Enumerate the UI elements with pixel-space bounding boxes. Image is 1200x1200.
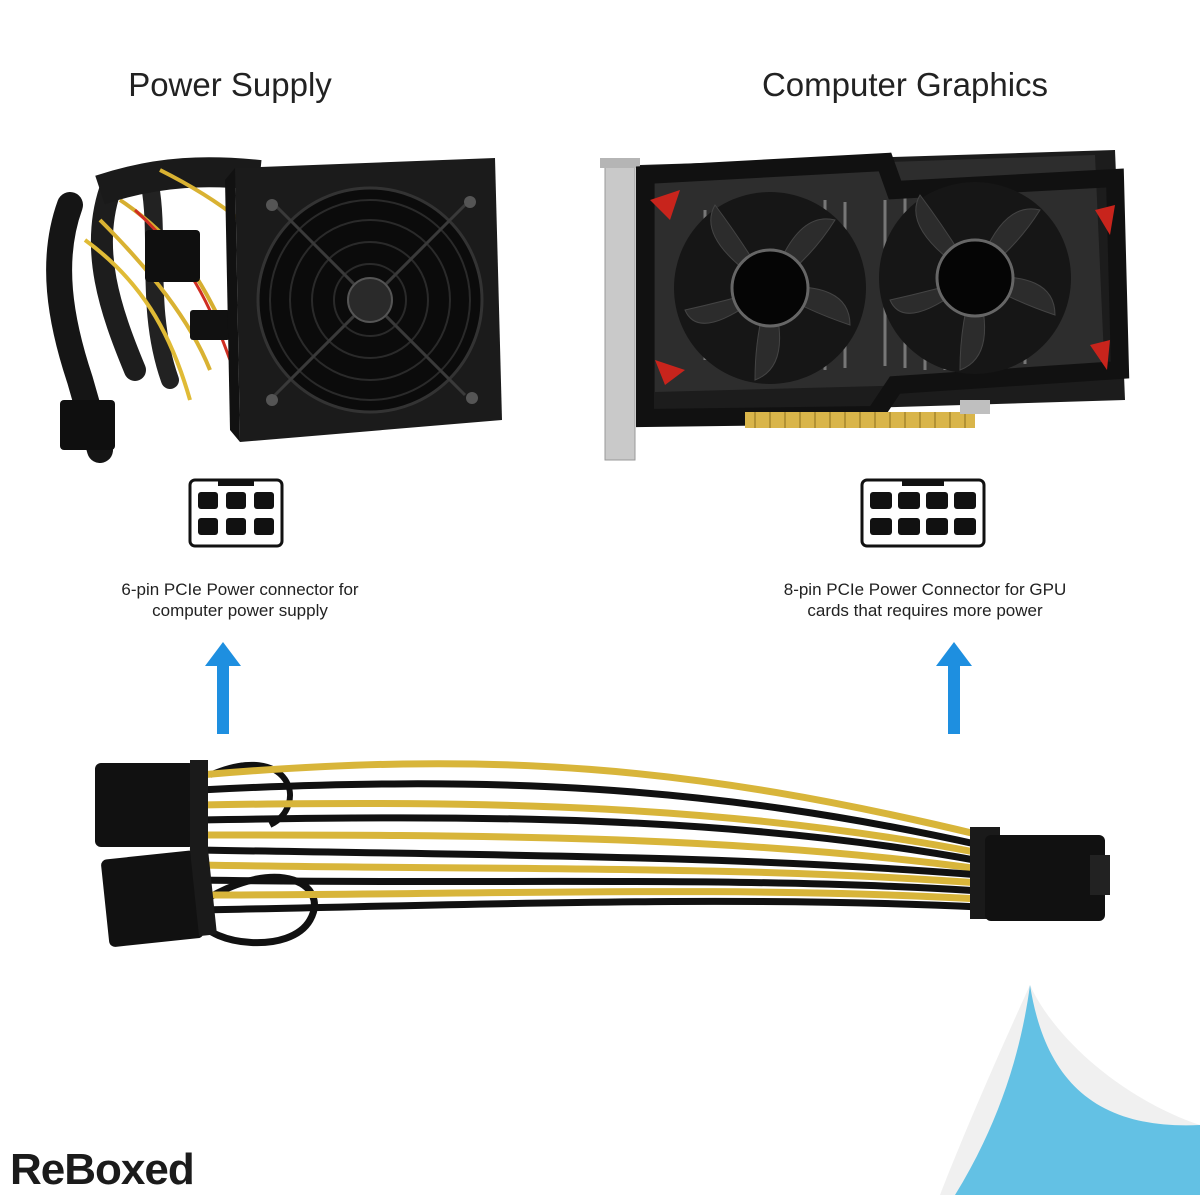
- eight-pin-caption: 8-pin PCIe Power Connector for GPU cards…: [783, 580, 1067, 620]
- up-arrow-icon: [203, 640, 243, 736]
- graphics-card-image: [595, 130, 1135, 470]
- power-supply-title: Power Supply: [128, 66, 332, 103]
- up-arrow-icon: [934, 640, 974, 736]
- six-pin-caption: 6-pin PCIe Power connector for computer …: [121, 580, 359, 620]
- power-supply-image: [40, 130, 510, 475]
- eight-pin-connector-icon: [860, 478, 986, 550]
- reboxed-logo: ReBoxed: [10, 1145, 195, 1194]
- six-pin-connector-icon: [188, 478, 284, 550]
- pcie-splitter-cable-image: [90, 745, 1130, 960]
- corner-page-curl-graphic: [935, 980, 1200, 1200]
- computer-graphics-title: Computer Graphics: [761, 66, 1049, 103]
